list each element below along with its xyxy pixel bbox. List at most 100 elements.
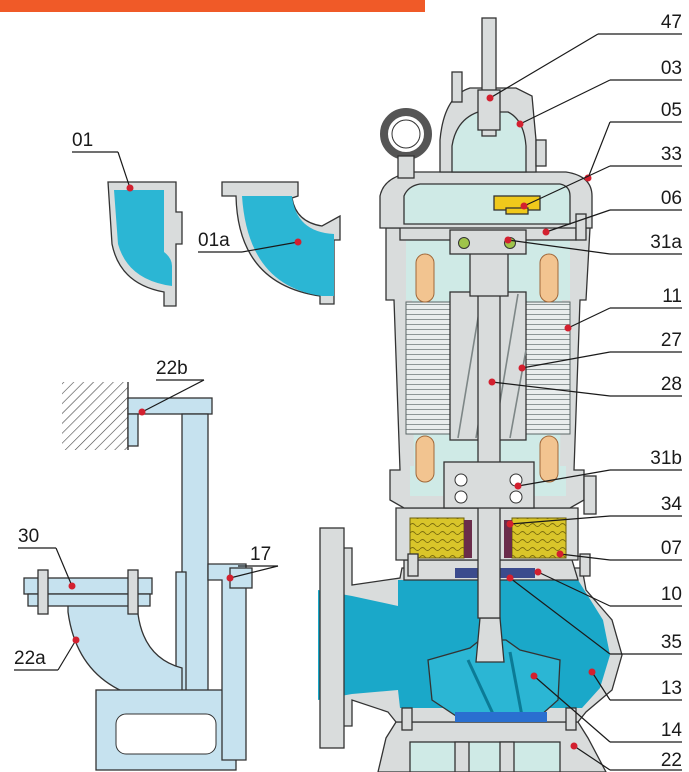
callout-leader xyxy=(57,639,77,671)
callout-label: 01 xyxy=(72,130,93,151)
base-rib xyxy=(499,741,515,772)
oil-left xyxy=(409,517,465,559)
callout-label: 13 xyxy=(661,678,682,699)
impeller-nut xyxy=(475,617,505,663)
callout-22a: 22a xyxy=(14,636,80,671)
callout-label: 22 xyxy=(661,750,682,771)
flange-30-lower xyxy=(27,593,151,607)
callout-label: 17 xyxy=(250,544,271,565)
top-bracket-plate xyxy=(127,413,139,447)
flange-bolt xyxy=(127,569,139,615)
callout-dot xyxy=(506,574,514,582)
callout-leader xyxy=(491,381,611,397)
callout-30: 30 xyxy=(18,526,76,590)
callout-35: 35 xyxy=(506,574,682,655)
lower-bearing-ball xyxy=(509,490,523,504)
callout-leader xyxy=(545,209,611,233)
discharge-flange xyxy=(319,527,345,749)
callout-leader xyxy=(573,745,611,771)
impeller-blade xyxy=(508,651,524,717)
wall-hatch xyxy=(62,382,128,450)
callout-label: 10 xyxy=(661,584,682,605)
terminal-block-base xyxy=(505,207,529,215)
callout-leader xyxy=(591,671,611,701)
callout-dot xyxy=(584,174,592,182)
flange-bolt xyxy=(37,569,49,615)
callout-leader xyxy=(509,577,611,655)
callout-11: 11 xyxy=(564,286,682,332)
callout-06: 06 xyxy=(542,188,682,236)
callout-dot xyxy=(534,568,542,576)
callout-label: 14 xyxy=(661,720,683,741)
callout-label: 11 xyxy=(662,286,682,307)
shaft xyxy=(477,245,501,619)
discharge-elbow xyxy=(39,591,183,705)
winding-bottom-right xyxy=(539,435,559,483)
callout-leader xyxy=(587,121,611,179)
callout-dot xyxy=(570,742,578,750)
callout-label: 34 xyxy=(661,494,683,515)
bolt xyxy=(401,707,413,731)
callout-dot xyxy=(518,364,526,372)
lower-bearing-ball xyxy=(454,473,468,487)
callout-03: 03 xyxy=(516,58,682,128)
callout-31b: 31b xyxy=(514,448,682,490)
lower-bearing-ball xyxy=(454,490,468,504)
bolt xyxy=(575,213,587,241)
callout-dot xyxy=(72,636,80,644)
callout-dot xyxy=(564,324,572,332)
callout-label: 05 xyxy=(661,100,682,121)
callout-leader xyxy=(229,565,279,579)
terminal-chamber xyxy=(403,183,571,225)
base-window xyxy=(409,741,561,772)
callout-label: 28 xyxy=(661,374,682,395)
callout-33: 33 xyxy=(520,144,682,210)
callout-dot xyxy=(542,228,550,236)
callout-label: 01a xyxy=(198,230,230,251)
callout-label: 22b xyxy=(156,358,188,379)
callout-dot xyxy=(138,408,146,416)
pump-section xyxy=(318,17,623,772)
callout-leader xyxy=(517,469,611,487)
winding-top-left xyxy=(415,253,435,303)
base-rib xyxy=(454,741,470,772)
lifting-eye-inner xyxy=(391,119,421,149)
callout-05: 05 xyxy=(584,100,682,182)
callout-10: 10 xyxy=(534,568,682,607)
callout-leader xyxy=(241,241,299,253)
callout-22b: 22b xyxy=(138,358,205,416)
auto-coupling-assembly xyxy=(23,382,253,771)
callout-label: 35 xyxy=(661,632,682,653)
callout-dot xyxy=(488,378,496,386)
impeller-eye xyxy=(455,712,547,722)
callout-dot xyxy=(588,668,596,676)
banner-bar xyxy=(0,0,425,12)
elbow-01 xyxy=(107,181,183,307)
seal-spring xyxy=(504,520,512,558)
callout-label: 31b xyxy=(650,448,682,469)
callout-label: 03 xyxy=(661,58,682,79)
callout-dot xyxy=(530,672,538,680)
callout-leader xyxy=(117,151,131,189)
callout-label: 30 xyxy=(18,526,39,547)
callout-leader xyxy=(507,239,611,255)
cable-gland-cavity xyxy=(451,111,527,173)
bolt xyxy=(579,553,591,577)
callout-dot xyxy=(226,574,234,582)
callout-label: 07 xyxy=(661,538,682,559)
callout-13: 13 xyxy=(588,668,682,701)
shaft-upper xyxy=(469,251,509,297)
callout-layer: 470305330631a11272831b340710351314220101… xyxy=(14,12,682,771)
callout-label: 27 xyxy=(661,330,682,351)
impeller xyxy=(427,639,561,717)
callout-leader xyxy=(519,79,611,125)
callout-leader xyxy=(521,351,611,369)
callout-label: 47 xyxy=(661,12,682,33)
callout-label: 33 xyxy=(661,144,682,165)
winding-top-right xyxy=(539,253,559,303)
callout-01: 01 xyxy=(72,130,134,192)
elbow-01-water xyxy=(114,190,172,286)
elbow-01a xyxy=(221,181,341,305)
callout-dot xyxy=(520,202,528,210)
callout-dot xyxy=(126,184,134,192)
